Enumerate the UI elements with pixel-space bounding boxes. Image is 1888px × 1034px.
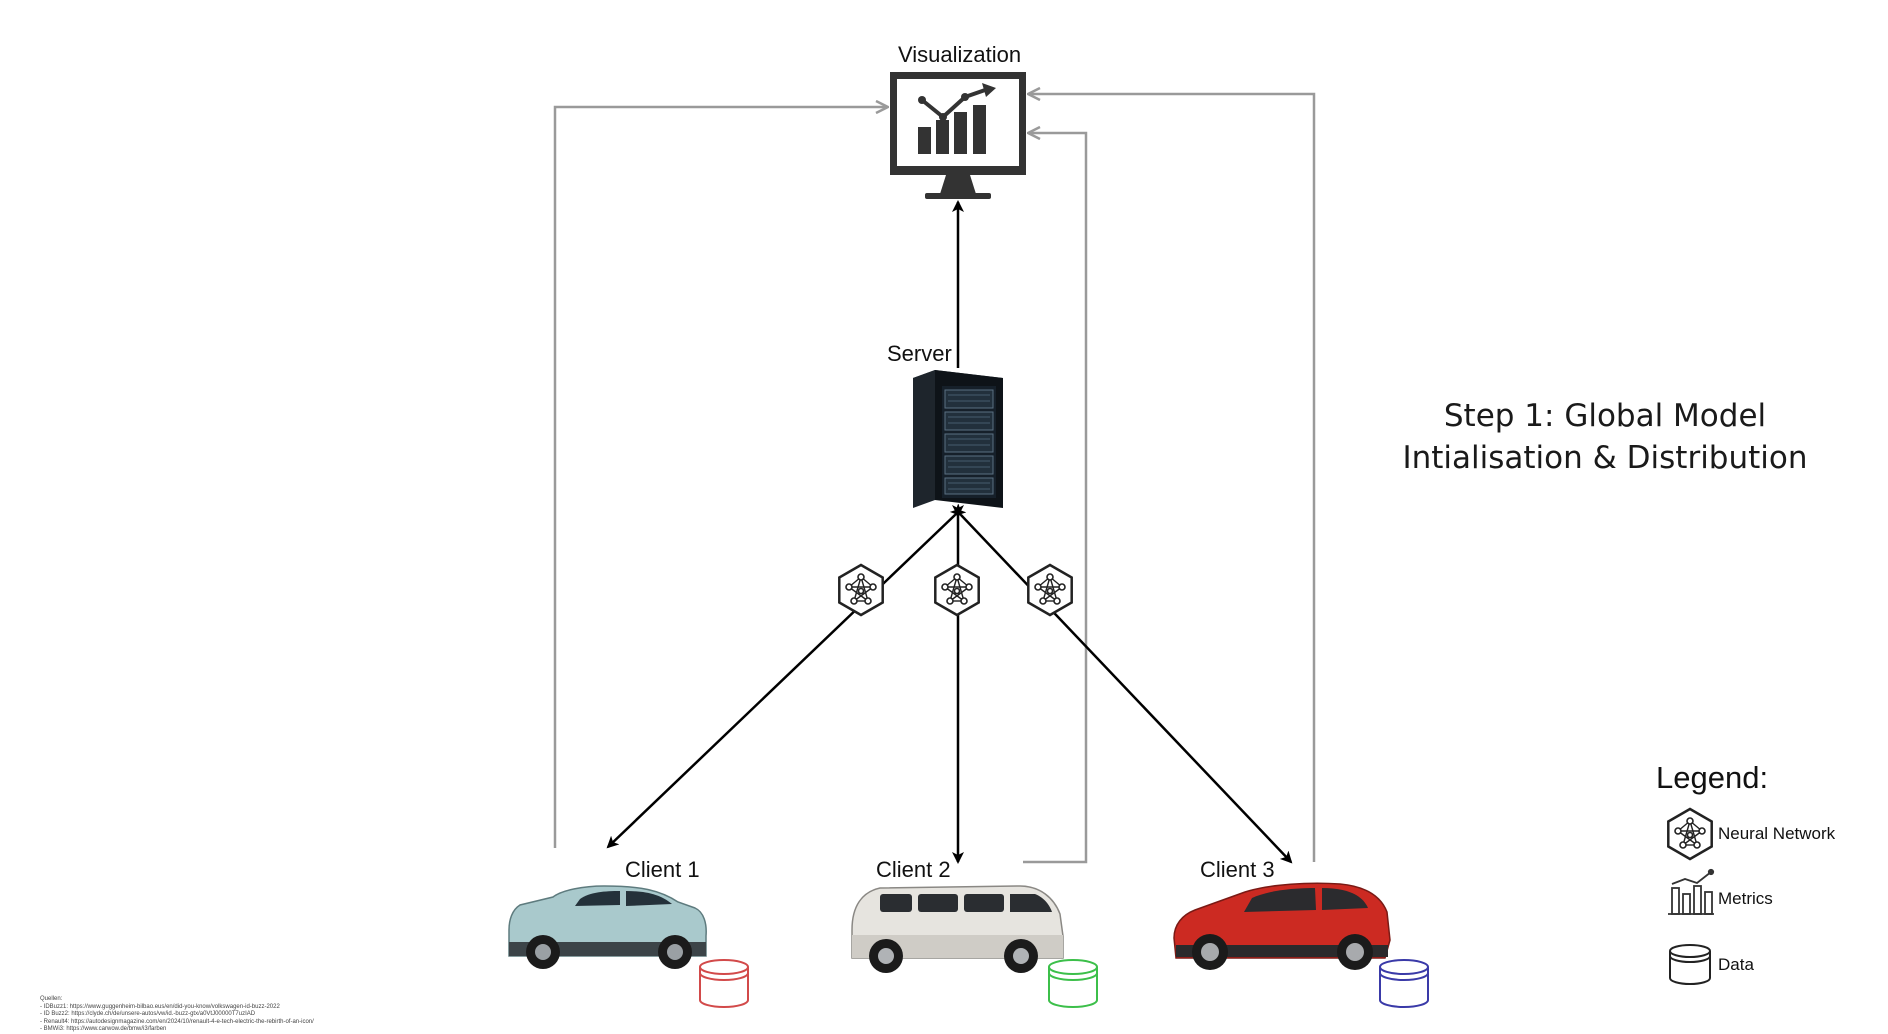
metrics-chart-icon xyxy=(918,83,996,154)
client2-label: Client 2 xyxy=(876,857,951,882)
sources-line: Quellen: xyxy=(40,996,63,1002)
data-icon-client2 xyxy=(1048,959,1098,1008)
data-icon-client3 xyxy=(1379,959,1429,1008)
monitor-icon xyxy=(890,72,1026,199)
data-icon xyxy=(1669,944,1711,985)
legend-item-neural-network: Neural Network xyxy=(1718,824,1836,843)
neural-network-icon xyxy=(1667,807,1713,861)
sources-line: - ID Buzz2: https://clyde.ch/de/unsere-a… xyxy=(40,1011,256,1017)
sources-line: - BMWi3: https://www.carwow.de/bmw/i3/fa… xyxy=(40,1026,167,1032)
legend-item-metrics: Metrics xyxy=(1718,889,1773,908)
client1-label: Client 1 xyxy=(625,857,700,882)
feedback-line-client3 xyxy=(1029,94,1316,862)
metrics-icon xyxy=(1668,868,1715,915)
sources-line: - Renault4: https://autodesignmagazine.c… xyxy=(40,1018,314,1025)
neural-network-icon xyxy=(838,563,884,617)
step-title-line1: Step 1: Global Model xyxy=(1443,398,1767,434)
neural-network-icon xyxy=(934,563,980,617)
sources-line: - IDBuzz1: https://www.guggenheim-bilbao… xyxy=(40,1003,280,1010)
car-client1 xyxy=(508,885,707,969)
car-client3 xyxy=(1173,882,1391,970)
car-client2 xyxy=(851,885,1064,973)
client3-label: Client 3 xyxy=(1200,857,1275,882)
legend-title: Legend: xyxy=(1656,760,1769,795)
server-icon xyxy=(913,370,1003,508)
legend-item-data: Data xyxy=(1718,955,1754,974)
step-title-line2: Intialisation & Distribution xyxy=(1402,440,1808,476)
feedback-line-client2 xyxy=(1023,133,1088,864)
neural-network-icon xyxy=(1027,563,1073,617)
step-title: Step 1: Global Model Intialisation & Dis… xyxy=(1360,395,1850,479)
data-icon-client1 xyxy=(699,959,749,1008)
model-flow-lines xyxy=(606,200,1293,864)
sources-note: Quellen: - IDBuzz1: https://www.guggenhe… xyxy=(40,996,314,1034)
feedback-line-client1 xyxy=(553,107,887,848)
server-label: Server xyxy=(887,341,952,366)
visualization-label: Visualization xyxy=(898,42,1022,67)
arrow-server-to-client3 xyxy=(949,503,1293,864)
arrow-server-to-client1 xyxy=(606,503,967,849)
